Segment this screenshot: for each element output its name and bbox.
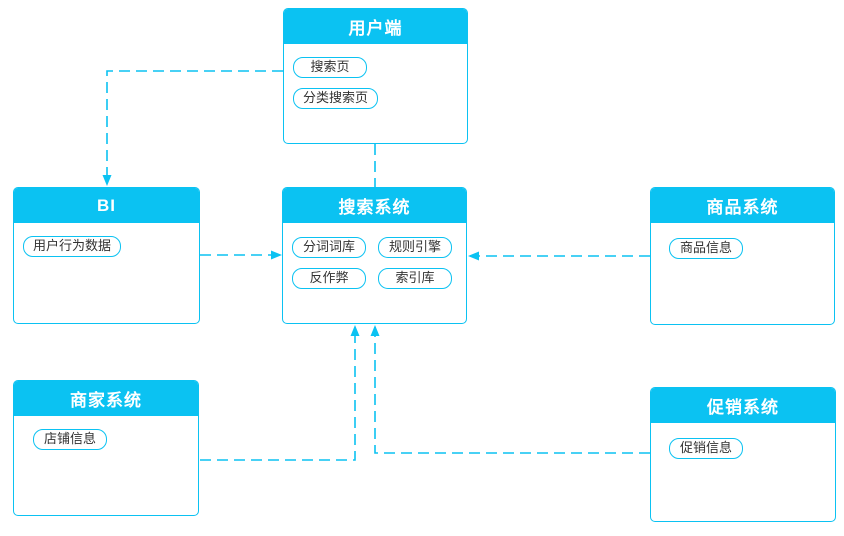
node-search-system: 搜索系统分词词库规则引擎反作弊索引库 [282, 187, 467, 324]
node-bi: BI 用户行为数据 [13, 187, 200, 324]
node-promotion-system: 促销系统促销信息 [650, 387, 836, 522]
node-product-system: 商品系统商品信息 [650, 187, 835, 325]
node-user-client: 用户端搜索页分类搜索页 [283, 8, 468, 144]
pill-category-search-page: 分类搜索页 [293, 88, 379, 109]
node-merchant-system: 商家系统店铺信息 [13, 380, 199, 516]
node-body-search-system: 分词词库规则引擎反作弊索引库 [283, 223, 466, 303]
node-body-bi: 用户行为数据 [14, 223, 199, 270]
pill-shop-info: 店铺信息 [33, 429, 107, 450]
edge-promotion-system-to-search-system [370, 325, 650, 454]
node-title-promotion-system: 促销系统 [651, 388, 835, 423]
pill-promotion-info: 促销信息 [669, 438, 743, 459]
node-body-product-system: 商品信息 [651, 223, 834, 274]
edge-user-client-to-bi [102, 70, 283, 186]
pill-word-segmentation-lexicon: 分词词库 [292, 237, 366, 258]
pill-product-info: 商品信息 [669, 238, 743, 259]
node-body-user-client: 搜索页分类搜索页 [284, 44, 467, 122]
pill-anti-cheating: 反作弊 [292, 268, 366, 289]
pill-rule-engine: 规则引擎 [378, 237, 452, 258]
node-title-product-system: 商品系统 [651, 188, 834, 223]
node-body-promotion-system: 促销信息 [651, 423, 835, 474]
pill-index-database: 索引库 [378, 268, 452, 289]
node-title-merchant-system: 商家系统 [14, 381, 198, 416]
pill-user-behavior-data: 用户行为数据 [23, 236, 122, 257]
node-title-search-system: 搜索系统 [283, 188, 466, 223]
node-body-merchant-system: 店铺信息 [14, 416, 198, 463]
node-title-bi: BI [14, 188, 199, 223]
pill-search-page: 搜索页 [293, 57, 367, 78]
edge-merchant-system-to-search-system [200, 325, 360, 461]
node-title-user-client: 用户端 [284, 9, 467, 44]
